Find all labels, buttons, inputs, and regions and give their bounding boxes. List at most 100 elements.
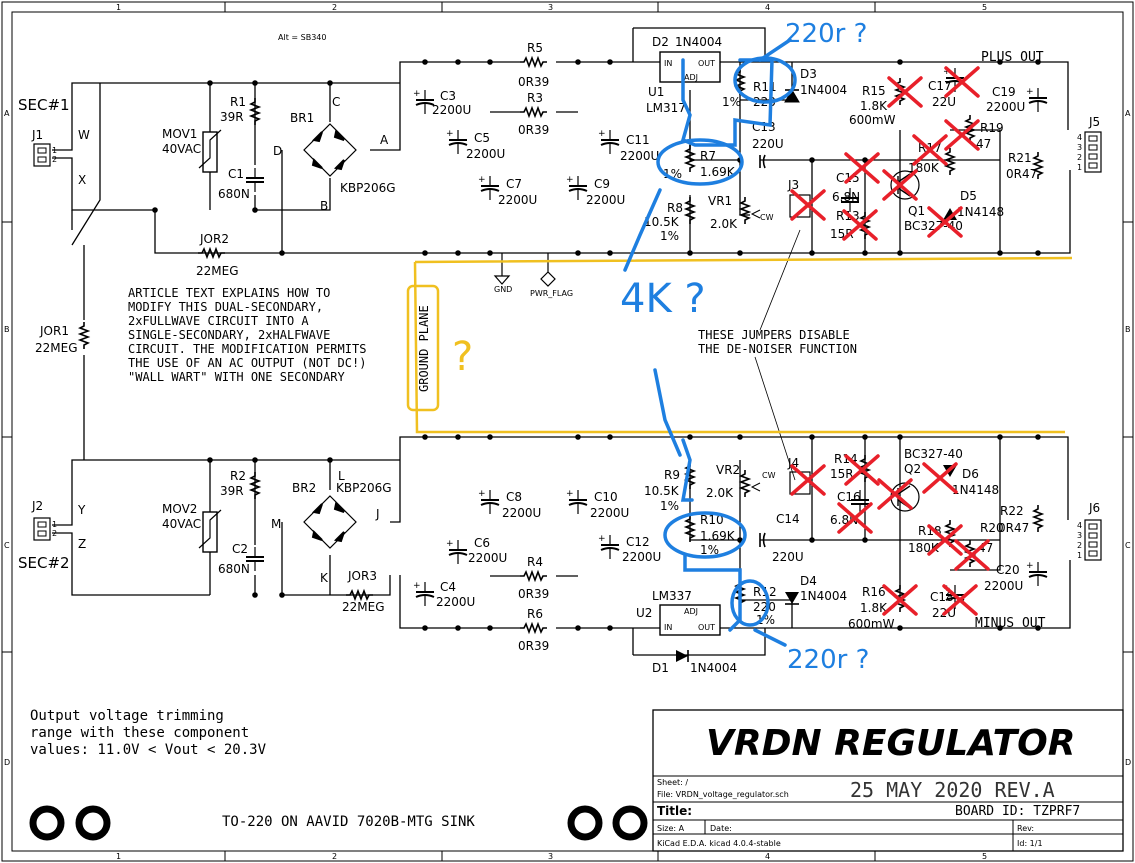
svg-text:BR2: BR2 (292, 481, 316, 495)
svg-text:R3: R3 (527, 91, 543, 105)
row-label: D (4, 758, 10, 767)
svg-text:1: 1 (1077, 551, 1082, 560)
svg-text:1%: 1% (722, 95, 741, 109)
svg-text:2200U: 2200U (502, 506, 541, 520)
svg-text:MODIFY THIS DUAL-SECONDARY,: MODIFY THIS DUAL-SECONDARY, (128, 300, 323, 314)
alt-note: Alt = SB340 (278, 33, 326, 42)
svg-text:C: C (332, 95, 340, 109)
col-label: 3 (548, 852, 553, 861)
jor1: JOR1 22MEG (35, 321, 89, 355)
svg-text:CW: CW (762, 471, 776, 480)
u1-regulator: IN OUT ADJ U1 LM317 (646, 51, 721, 115)
svg-text:R18: R18 (918, 524, 942, 538)
svg-text:2: 2 (52, 529, 57, 538)
svg-text:1.69K: 1.69K (700, 165, 736, 179)
svg-text:C14: C14 (776, 512, 800, 526)
svg-text:0R47: 0R47 (1006, 167, 1037, 181)
j1-label: J1 (31, 128, 43, 142)
col-label: 3 (548, 3, 553, 12)
pin-w: W (78, 128, 90, 142)
svg-text:range with these component: range with these component (30, 725, 249, 741)
svg-text:M: M (271, 517, 281, 531)
d5-diode: D5 1N4148 (943, 189, 1004, 220)
svg-text:THESE JUMPERS DISABLE: THESE JUMPERS DISABLE (698, 328, 850, 342)
svg-text:1N4004: 1N4004 (690, 661, 737, 675)
mounting-holes (29, 805, 648, 841)
connector-j2: 12 J2 (31, 499, 57, 541)
svg-text:D5: D5 (960, 189, 977, 203)
connector-j6: J6 4 3 2 1 (1077, 501, 1102, 561)
svg-text:R1: R1 (230, 95, 246, 109)
svg-text:Title:: Title: (657, 804, 692, 818)
u2-regulator: IN OUT ADJ LM337 U2 (636, 589, 721, 636)
svg-text:600mW: 600mW (848, 617, 895, 631)
pin-y: Y (77, 503, 86, 517)
board-id: BOARD ID: TZPRF7 (955, 804, 1080, 819)
svg-text:220U: 220U (752, 137, 784, 151)
svg-text:L: L (338, 469, 345, 483)
svg-text:0R39: 0R39 (518, 639, 549, 653)
svg-text:MOV2: MOV2 (162, 502, 197, 516)
svg-text:40VAC: 40VAC (162, 142, 201, 156)
r9: R9 10.5K 1% (644, 461, 695, 513)
svg-text:Size: A: Size: A (657, 824, 685, 833)
svg-text:2200U: 2200U (986, 100, 1025, 114)
svg-text:R22: R22 (1000, 504, 1024, 518)
svg-text:R6: R6 (527, 607, 543, 621)
r10: R10 1.69K 1% (685, 513, 736, 557)
svg-text:VR2: VR2 (716, 463, 740, 477)
svg-text:39R: 39R (220, 484, 244, 498)
svg-text:D4: D4 (800, 574, 817, 588)
svg-text:BR1: BR1 (290, 111, 314, 125)
svg-text:0R39: 0R39 (518, 587, 549, 601)
svg-text:1%: 1% (660, 499, 679, 513)
svg-text:LM317: LM317 (646, 101, 686, 115)
mov1: MOV1 40VAC (162, 127, 222, 173)
date-hand: 25 MAY 2020 REV.A (850, 778, 1055, 802)
svg-text:A: A (380, 133, 389, 147)
junction-dots (152, 59, 1041, 631)
c2: C2 680N (218, 542, 265, 576)
svg-text:Date:: Date: (710, 824, 732, 833)
svg-text:IN: IN (664, 59, 672, 68)
svg-text:GROUND PLANE: GROUND PLANE (417, 305, 431, 392)
r12: R12 220 1% (735, 579, 777, 627)
svg-text:values: 11.0V < Vout < 20.3V: values: 11.0V < Vout < 20.3V (30, 742, 267, 758)
svg-text:2200U: 2200U (984, 579, 1023, 593)
svg-text:JOR2: JOR2 (199, 232, 229, 246)
svg-text:R2: R2 (230, 469, 246, 483)
svg-text:1.69K: 1.69K (700, 529, 736, 543)
svg-text:2200U: 2200U (432, 103, 471, 117)
svg-text:2200U: 2200U (622, 550, 661, 564)
svg-text:Q1: Q1 (908, 204, 925, 218)
svg-text:22U: 22U (932, 95, 956, 109)
svg-text:22MEG: 22MEG (342, 600, 385, 614)
svg-text:J: J (375, 507, 380, 521)
svg-text:R8: R8 (667, 201, 683, 215)
r1: R1 39R (220, 95, 260, 126)
jumper-note: THESE JUMPERS DISABLE THE DE-NOISER FUNC… (698, 229, 857, 481)
svg-text:D3: D3 (800, 67, 817, 81)
svg-text:GND: GND (494, 285, 512, 294)
col-label: 2 (332, 852, 337, 861)
svg-text:C18: C18 (930, 590, 954, 604)
ground-plane-highlight: GROUND PLANE ? (406, 256, 1073, 434)
svg-text:2200U: 2200U (498, 193, 537, 207)
svg-text:22MEG: 22MEG (196, 264, 239, 278)
svg-text:6.8N: 6.8N (832, 190, 860, 204)
svg-text:1N4004: 1N4004 (675, 35, 722, 49)
col-label: 2 (332, 3, 337, 12)
svg-text:"WALL WART" WITH ONE SECONDARY: "WALL WART" WITH ONE SECONDARY (128, 370, 346, 384)
svg-text:JOR1: JOR1 (39, 324, 69, 338)
svg-text:600mW: 600mW (849, 113, 896, 127)
r7: R7 1% 1.69K (663, 144, 736, 181)
svg-text:Q2: Q2 (904, 462, 921, 476)
svg-text:22MEG: 22MEG (35, 341, 78, 355)
svg-text:C10: C10 (594, 490, 618, 504)
svg-text:R15: R15 (862, 84, 886, 98)
svg-text:K: K (320, 571, 329, 585)
svg-text:VR1: VR1 (708, 194, 732, 208)
svg-text:47: 47 (976, 137, 991, 151)
